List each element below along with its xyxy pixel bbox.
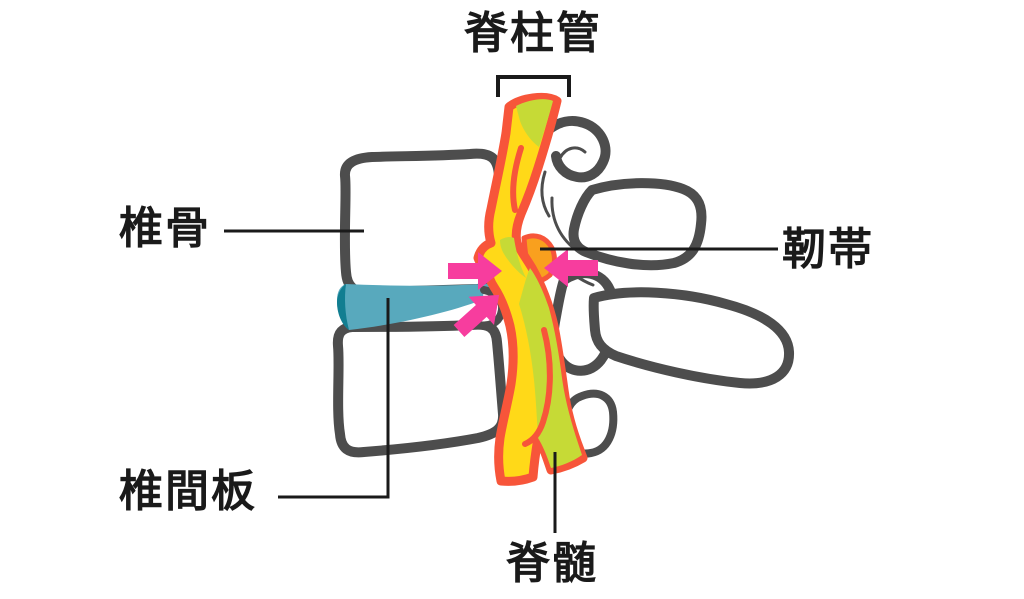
lower-vertebra-body [332, 319, 509, 458]
cord-green-pinch [500, 236, 526, 278]
spinal-cord [473, 92, 588, 486]
disc-body [337, 283, 499, 330]
spinal-canal-bracket [496, 75, 571, 97]
leader-lines [224, 75, 778, 533]
compression-arrows [448, 249, 598, 337]
upper-hook-inner-line [558, 146, 587, 160]
upper-lamina-line-1 [540, 170, 551, 218]
upper-vertebra-posterior [497, 116, 707, 271]
label-vertebra: 椎骨 [119, 204, 211, 253]
arrow-diagonal [453, 294, 500, 337]
label-intervertebral-disc: 椎間板 [119, 467, 257, 516]
disc-left-edge [337, 284, 349, 330]
cord-fold-upper [510, 145, 524, 213]
label-spinal-cord: 脊髄 [506, 539, 598, 588]
arrow-right [544, 249, 598, 287]
upper-spinous-process [568, 178, 707, 271]
label-spinal-canal: 脊柱管 [464, 9, 602, 58]
arrow-left [448, 252, 502, 290]
label-ligament: 靭帯 [782, 225, 874, 274]
cord-green-top [516, 99, 553, 147]
disc-leader-line [278, 298, 390, 499]
cord-fold-lower [522, 327, 553, 447]
lower-spinous-process [588, 287, 794, 389]
lower-vertebra-posterior [548, 260, 794, 458]
